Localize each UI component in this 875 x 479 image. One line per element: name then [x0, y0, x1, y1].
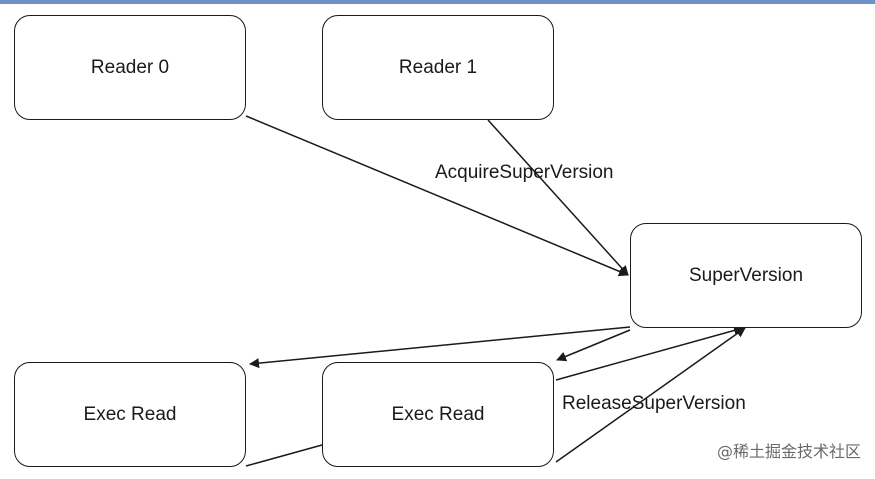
node-superversion: SuperVersion [630, 223, 862, 328]
edge-exec-read-right-to-superversion [555, 325, 744, 381]
edge-superversion-to-exec-read-right [556, 329, 631, 362]
edge-reader1-to-superversion [487, 119, 629, 276]
node-superversion-label: SuperVersion [688, 264, 804, 286]
node-exec-read-right-label: Exec Read [391, 403, 485, 425]
node-reader-1: Reader 1 [322, 15, 554, 120]
edge-exec-read-left-release-segment [555, 327, 746, 463]
node-exec-read-left-label: Exec Read [83, 403, 177, 425]
top-accent-strip [0, 0, 875, 4]
node-reader-0: Reader 0 [14, 15, 246, 120]
watermark-text: @稀土掘金技术社区 [716, 442, 861, 461]
edge-label-release: ReleaseSuperVersion [562, 393, 746, 414]
edge-reader0-to-superversion [245, 115, 629, 277]
edge-exec-read-left-to-superversion [245, 444, 323, 467]
node-exec-read-right: Exec Read [322, 362, 554, 467]
edge-label-acquire: AcquireSuperVersion [435, 162, 614, 183]
node-reader-0-label: Reader 0 [90, 56, 170, 78]
node-reader-1-label: Reader 1 [398, 56, 478, 78]
node-exec-read-left: Exec Read [14, 362, 246, 467]
edge-superversion-to-exec-read-left [249, 326, 631, 369]
